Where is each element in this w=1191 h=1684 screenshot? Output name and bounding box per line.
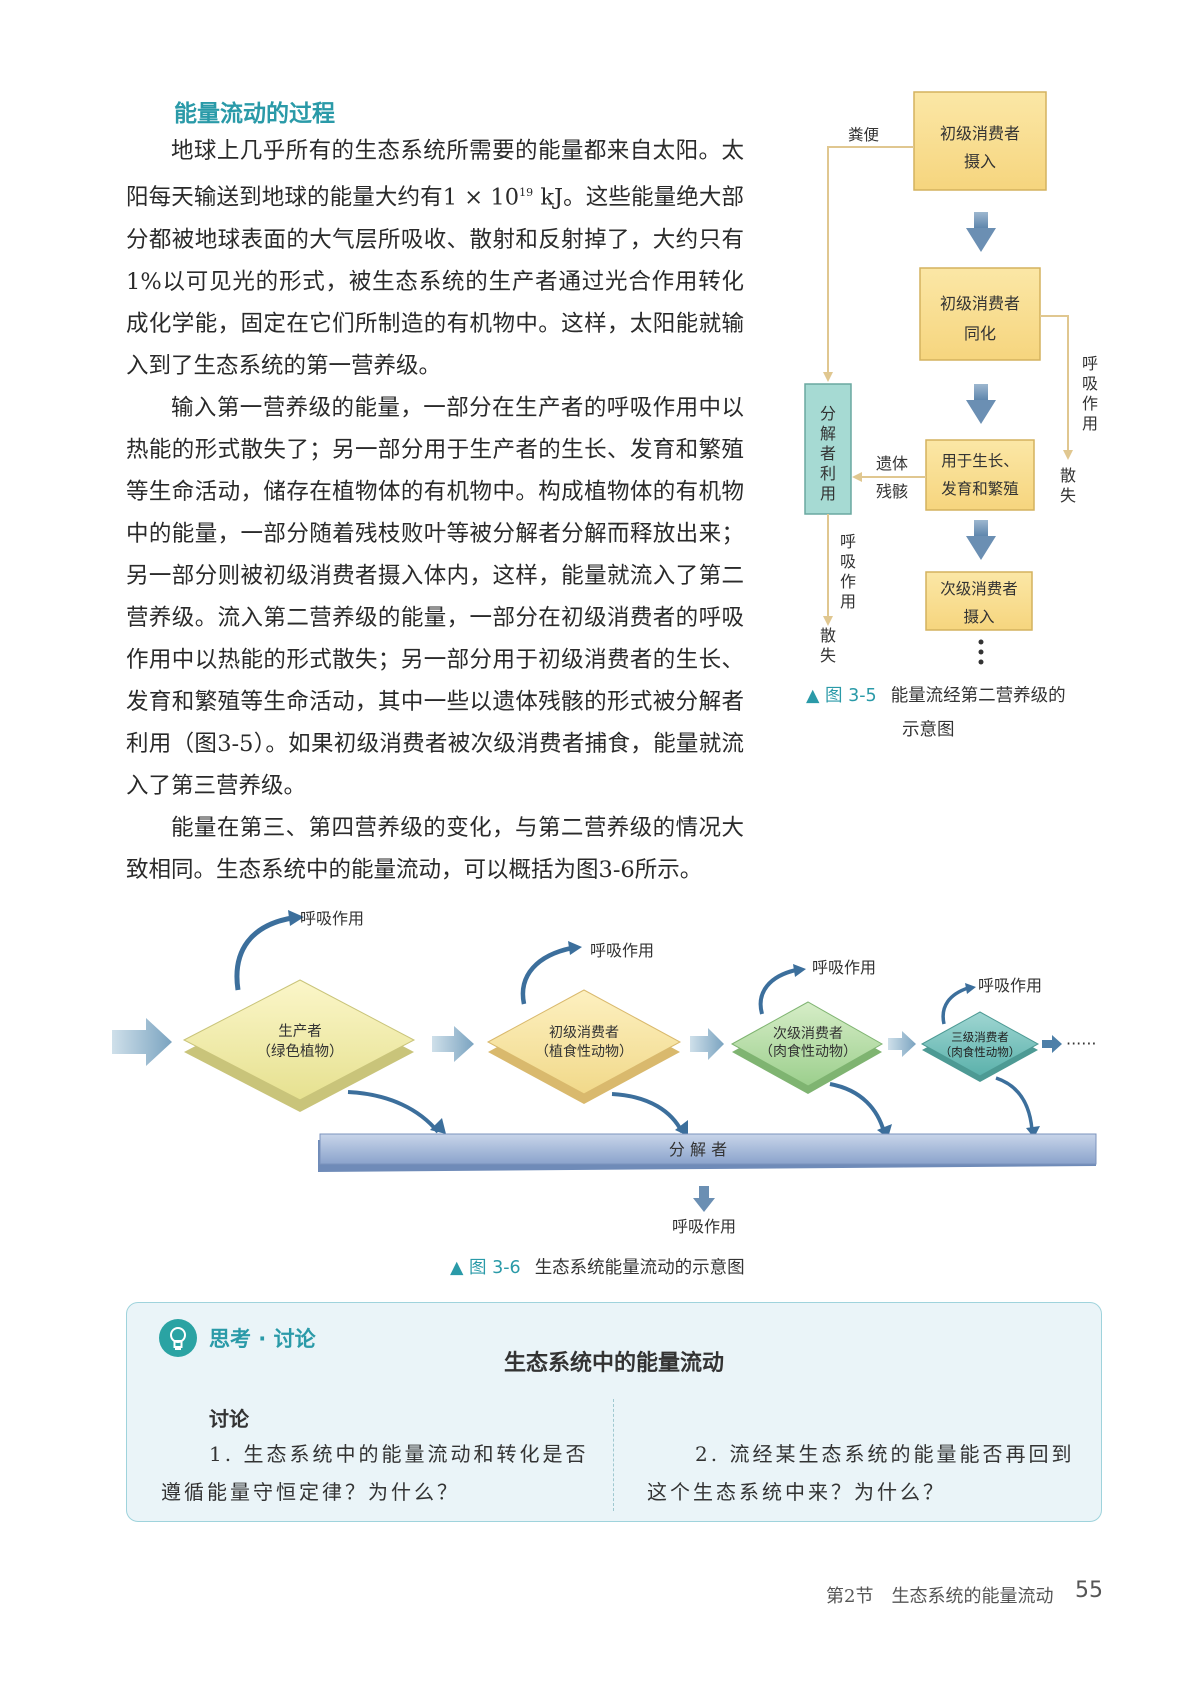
fig36-tertiary-consumer-node bbox=[920, 1011, 1040, 1082]
fig36-resp-arrow-1 bbox=[234, 915, 293, 991]
fig35-box1-line1: 初级消费者 bbox=[940, 124, 1020, 143]
fig35-box-primary-intake bbox=[913, 91, 1047, 191]
fig35-resp-right-arrowhead bbox=[1063, 450, 1073, 460]
fig35-box-growth bbox=[925, 439, 1035, 511]
fig36-resp-label-4: 呼吸作用 bbox=[978, 976, 1042, 995]
fig35-resp-line-right bbox=[1040, 315, 1069, 452]
footer-section-title: 第2节 生态系统的能量流动 bbox=[826, 1586, 1054, 1607]
fig35-feces-label: 粪便 bbox=[848, 126, 880, 144]
section-heading: 能量流动的过程 bbox=[174, 101, 335, 127]
caption-triangle-icon: ▲ bbox=[450, 1258, 470, 1278]
fig36-resp-label-1: 呼吸作用 bbox=[300, 909, 364, 928]
fig36-to-decomposer-arrowhead-2 bbox=[675, 1120, 688, 1136]
fig35-caption-line2: 示意图 bbox=[902, 720, 955, 740]
body-text: 地球上几乎所有的生态系统所需要的能量都来自太阳。太阳每天输送到地球的能量大约有1… bbox=[126, 130, 744, 891]
fig36-decomposer-resp-arrow bbox=[693, 1186, 715, 1212]
fig36-decomposer-resp-label: 呼吸作用 bbox=[672, 1217, 736, 1236]
fig35-resp-right-label: 呼 吸 作 用 bbox=[1081, 354, 1098, 433]
fig36-decomposer-bar bbox=[318, 1133, 1097, 1172]
fig35-box1-line2: 摄入 bbox=[964, 152, 996, 171]
fig35-loss-left-label: 散 失 bbox=[819, 626, 836, 665]
figure-3-5: 初级消费者 摄入 初级消费者 同化 用于生长、 发育和繁殖 次级消费者 摄入 粪… bbox=[804, 91, 1073, 665]
caption-triangle-icon: ▲ bbox=[806, 686, 826, 706]
fig36-tertiary-line2: （肉食性动物） bbox=[940, 1045, 1021, 1059]
fig35-loss-right-label: 散 失 bbox=[1059, 466, 1076, 505]
fig35-box3-line1: 用于生长、 bbox=[941, 452, 1019, 470]
fig36-to-decomposer-arrowhead-4 bbox=[1026, 1126, 1040, 1138]
fig35-dot bbox=[978, 649, 984, 655]
fig36-resp-arrow-3 bbox=[758, 968, 797, 1015]
figure-3-6: 生产者 （绿色植物） 初级消费者 （植食性动物） 次级消费者 （肉食性动物） 三… bbox=[112, 909, 1097, 1236]
fig36-primary-line2: （植食性动物） bbox=[535, 1043, 633, 1060]
fig36-to-decomposer-4 bbox=[995, 1076, 1034, 1131]
fig35-box2-line2: 同化 bbox=[964, 324, 996, 343]
fig35-decomposer-label: 分 解 者 利 用 bbox=[819, 404, 836, 503]
fig36-flow-arrow-1 bbox=[432, 1026, 474, 1062]
fig36-producer-node bbox=[182, 979, 416, 1112]
fig36-flow-arrow-2 bbox=[690, 1028, 724, 1060]
fig35-down-arrow-3 bbox=[966, 520, 996, 560]
lightbulb-icon bbox=[159, 1319, 197, 1357]
paragraph-1: 地球上几乎所有的生态系统所需要的能量都来自太阳。太阳每天输送到地球的能量大约有1… bbox=[126, 138, 744, 379]
fig35-feces-line bbox=[827, 146, 914, 374]
fig35-box-primary-assimilation bbox=[919, 267, 1041, 361]
think-discuss-label: 思考 · 讨论 bbox=[209, 1327, 316, 1351]
fig36-resp-arrow-2 bbox=[520, 945, 573, 1005]
fig35-box-secondary-intake bbox=[925, 571, 1033, 631]
fig35-remains-label: 遗体 残骸 bbox=[876, 454, 909, 501]
fig35-remains-arrowhead bbox=[852, 472, 862, 482]
fig36-to-decomposer-3 bbox=[829, 1082, 886, 1133]
question-2: 2. 流经某生态系统的能量能否再回到 这个生态系统中来？为什么？ bbox=[647, 1442, 1075, 1504]
fig36-decomposer-label: 分 解 者 bbox=[669, 1140, 727, 1159]
divider bbox=[613, 1399, 614, 1511]
fig36-to-decomposer-2 bbox=[611, 1092, 684, 1133]
fig35-feces-arrowhead bbox=[823, 372, 833, 382]
discussion-subheading: 讨论 bbox=[209, 1407, 249, 1431]
fig35-dot bbox=[978, 639, 984, 645]
fig36-primary-consumer-node bbox=[486, 989, 682, 1104]
fig36-resp-arrowhead-2 bbox=[568, 941, 582, 955]
fig35-down-arrow-2 bbox=[966, 384, 996, 424]
fig36-primary-line1: 初级消费者 bbox=[549, 1024, 619, 1041]
question-1: 1. 生态系统中的能量流动和转化是否 遵循能量守恒定律？为什么？ bbox=[161, 1442, 589, 1504]
fig36-to-decomposer-arrowhead-1 bbox=[430, 1118, 446, 1134]
fig35-dot bbox=[978, 659, 984, 665]
fig35-down-arrow-1 bbox=[966, 212, 996, 252]
fig36-secondary-consumer-node bbox=[730, 1001, 884, 1094]
fig35-box3-line2: 发育和繁殖 bbox=[941, 479, 1019, 498]
fig36-resp-arrowhead-3 bbox=[793, 964, 806, 977]
page-number: 55 bbox=[1075, 1578, 1103, 1603]
fig36-resp-label-2: 呼吸作用 bbox=[590, 941, 654, 960]
fig36-secondary-line2: （肉食性动物） bbox=[759, 1043, 857, 1060]
paragraph-3: 能量在第三、第四营养级的变化，与第二营养级的情况大致相同。生态系统中的能量流动，… bbox=[126, 814, 744, 883]
fig36-resp-arrowhead-4 bbox=[965, 983, 976, 994]
fig36-resp-label-3: 呼吸作用 bbox=[812, 958, 876, 977]
fig36-producer-line2: （绿色植物） bbox=[257, 1043, 344, 1060]
think-discuss-box: 思考 · 讨论 生态系统中的能量流动 讨论 1. 生态系统中的能量流动和转化是否… bbox=[126, 1302, 1102, 1522]
fig36-to-decomposer-1 bbox=[347, 1090, 440, 1134]
fig35-box4-line1: 次级消费者 bbox=[940, 580, 1018, 598]
fig36-continuation-dots: ······ bbox=[1066, 1034, 1097, 1053]
fig35-box2-line1: 初级消费者 bbox=[940, 294, 1020, 313]
paragraph-2: 输入第一营养级的能量，一部分在生产者的呼吸作用中以热能的形式散失了；另一部分用于… bbox=[126, 394, 744, 799]
fig36-producer-line1: 生产者 bbox=[278, 1023, 322, 1040]
fig35-resp-left-arrowhead bbox=[823, 616, 833, 626]
fig36-flow-arrow-4 bbox=[1042, 1035, 1062, 1053]
fig36-resp-arrowhead-1 bbox=[288, 910, 304, 926]
fig36-flow-arrow-3 bbox=[888, 1031, 916, 1057]
fig35-resp-left-label: 呼 吸 作 用 bbox=[839, 532, 856, 611]
fig35-box4-line2: 摄入 bbox=[963, 608, 994, 626]
fig36-tertiary-line1: 三级消费者 bbox=[951, 1030, 1009, 1044]
fig36-secondary-line1: 次级消费者 bbox=[773, 1026, 843, 1042]
think-discuss-title: 生态系统中的能量流动 bbox=[503, 1351, 724, 1376]
fig36-input-arrow bbox=[112, 1018, 172, 1066]
fig36-resp-arrow-4 bbox=[941, 986, 969, 1025]
